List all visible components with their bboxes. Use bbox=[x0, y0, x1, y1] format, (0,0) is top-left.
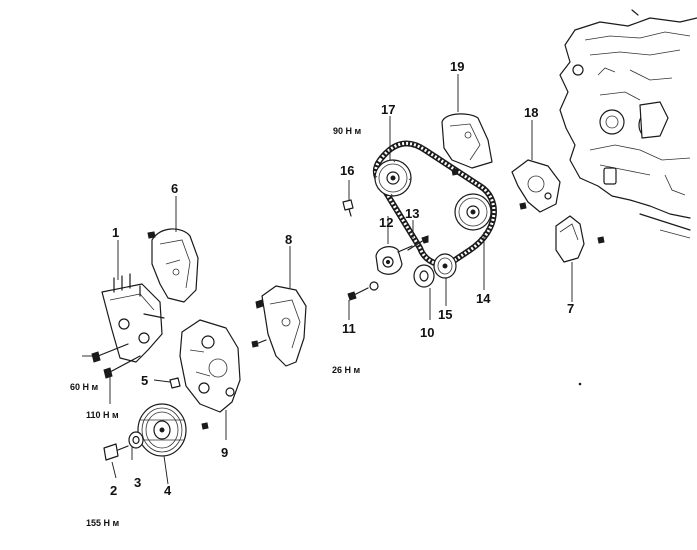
torque-bolt-16: 90 Н м bbox=[333, 126, 362, 136]
callout-1: 1 bbox=[112, 225, 120, 240]
tensioner-bolt bbox=[407, 235, 429, 251]
mount-bolts bbox=[91, 343, 141, 379]
lower-side-cover bbox=[555, 215, 605, 263]
engine-mount-bracket bbox=[101, 273, 165, 363]
upper-timing-cover bbox=[441, 113, 493, 176]
callout-19: 19 bbox=[450, 59, 465, 74]
callout-8: 8 bbox=[285, 232, 293, 247]
callout-16: 16 bbox=[340, 163, 355, 178]
torque-bolt-11: 26 Н м bbox=[332, 365, 361, 375]
front-cover-upper bbox=[147, 228, 199, 303]
engine-block-outline bbox=[559, 9, 697, 239]
callout-15: 15 bbox=[438, 307, 453, 322]
pulley-washer bbox=[128, 431, 144, 449]
callout-13: 13 bbox=[405, 206, 420, 221]
callout-10: 10 bbox=[420, 325, 435, 340]
timing-back-plate bbox=[511, 159, 561, 213]
callout-14: 14 bbox=[476, 291, 491, 306]
stray-mark bbox=[578, 382, 582, 386]
crankshaft-pulley bbox=[137, 403, 187, 457]
callout-4: 4 bbox=[164, 483, 172, 498]
tensioner-spring-bolt bbox=[347, 281, 379, 301]
torque-bolt-2: 155 Н м bbox=[86, 518, 120, 528]
callout-17: 17 bbox=[381, 102, 396, 117]
crankshaft-pulley-bolt bbox=[103, 443, 129, 461]
belt-tensioner bbox=[375, 245, 413, 275]
callout-12: 12 bbox=[379, 215, 394, 230]
callout-7: 7 bbox=[567, 301, 575, 316]
cover-bolt bbox=[169, 377, 181, 389]
callout-11: 11 bbox=[342, 321, 356, 336]
camshaft-sprocket-rear bbox=[454, 193, 492, 231]
sprocket-bolt bbox=[342, 199, 354, 217]
side-cover-plate bbox=[251, 285, 307, 367]
leader-lines bbox=[82, 74, 573, 485]
torque-bolt-mount-upper: 110 Н м bbox=[86, 410, 119, 420]
lower-timing-cover bbox=[179, 319, 241, 430]
callout-5: 5 bbox=[141, 373, 149, 388]
washer bbox=[413, 264, 435, 288]
crankshaft-sprocket bbox=[433, 253, 457, 279]
camshaft-sprocket bbox=[374, 159, 412, 197]
torque-bolt-mount-lower: 60 Н м bbox=[70, 382, 99, 392]
callout-3: 3 bbox=[134, 475, 142, 490]
callout-6: 6 bbox=[171, 181, 179, 196]
callout-9: 9 bbox=[221, 445, 229, 460]
callout-18: 18 bbox=[524, 105, 539, 120]
callout-2: 2 bbox=[110, 483, 118, 498]
